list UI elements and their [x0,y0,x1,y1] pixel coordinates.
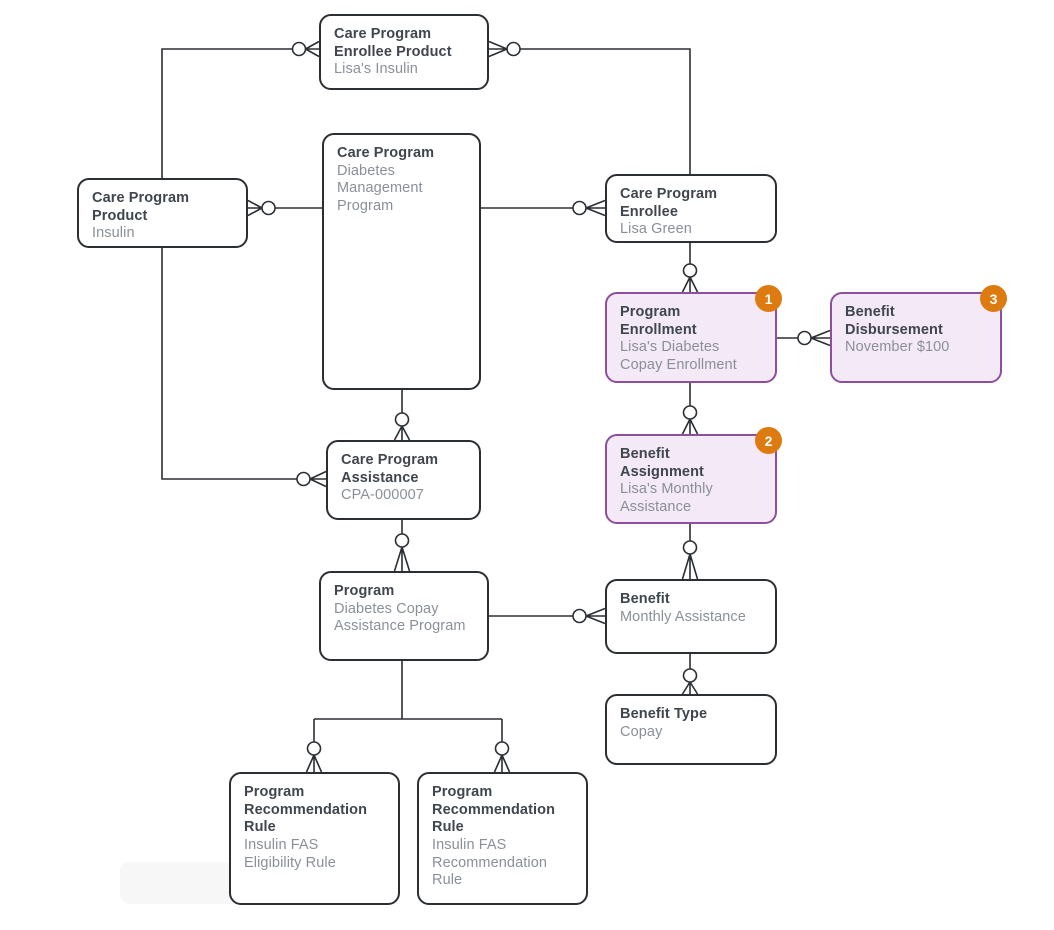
node-care-program-enrollee-product[interactable]: Care Program Enrollee Product Lisa's Ins… [319,14,489,90]
node-subtitle: Lisa's Diabetes Copay Enrollment [620,339,737,374]
node-subtitle: Diabetes Management Program [337,162,423,215]
node-title: Benefit Type [620,706,708,722]
node-benefit-disbursement[interactable]: Benefit Disbursement November $100 3 [830,285,1007,383]
node-subtitle: Lisa's Insulin [334,61,418,78]
node-program-enrollment[interactable]: Program Enrollment Lisa's Diabetes Copay… [605,285,782,383]
node-care-program-product[interactable]: Care Program Product Insulin [77,178,248,248]
node-subtitle: Insulin [92,225,135,242]
edge-product-to-enrollee-product [161,48,293,178]
node-title: Care Program Enrollee [620,186,718,220]
node-benefit-assignment[interactable]: Benefit Assignment Lisa's Monthly Assist… [605,427,782,524]
edge-enrollee-product-to-enrollee [520,48,691,174]
status-badge-1[interactable]: 1 [755,285,782,312]
node-program[interactable]: Program Diabetes Copay Assistance Progra… [319,571,489,661]
node-title: Benefit [620,591,670,607]
node-subtitle: Lisa Green [620,221,692,238]
node-care-program-assistance[interactable]: Care Program Assistance CPA-000007 [326,440,481,520]
node-title: Benefit Assignment [620,446,704,480]
status-badge-3[interactable]: 3 [980,285,1007,312]
node-subtitle: Lisa's Monthly Assistance [620,481,713,516]
node-benefit[interactable]: Benefit Monthly Assistance [605,579,777,654]
node-title: Program Recommendation Rule [244,784,368,836]
node-subtitle: Insulin FAS Eligibility Rule [244,837,336,871]
node-subtitle: CPA-000007 [341,487,424,504]
node-subtitle: Copay [620,723,663,740]
node-subtitle: November $100 [845,339,950,356]
node-title: Program [334,583,395,599]
node-title: Care Program [337,145,435,161]
node-subtitle: Insulin FAS Recommendation Rule [432,837,548,889]
edge-product-to-assistance [161,248,297,480]
node-program-recommendation-rule-eligibility[interactable]: Program Recommendation Rule Insulin FAS … [229,772,400,905]
node-title: Program Recommendation Rule [432,784,556,836]
node-benefit-type[interactable]: Benefit Type Copay [605,694,777,765]
node-program-recommendation-rule-recommendation[interactable]: Program Recommendation Rule Insulin FAS … [417,772,588,905]
node-subtitle: Monthly Assistance [620,608,746,625]
node-title: Care Program Enrollee Product [334,26,452,60]
node-title: Program Enrollment [620,304,697,338]
node-care-program-enrollee[interactable]: Care Program Enrollee Lisa Green [605,174,777,243]
status-badge-2[interactable]: 2 [755,427,782,454]
node-subtitle: Diabetes Copay Assistance Program [334,600,466,635]
node-title: Care Program Assistance [341,452,439,486]
node-title: Care Program Product [92,190,190,224]
node-care-program[interactable]: Care Program Diabetes Management Program [322,133,481,390]
node-title: Benefit Disbursement [845,304,943,338]
